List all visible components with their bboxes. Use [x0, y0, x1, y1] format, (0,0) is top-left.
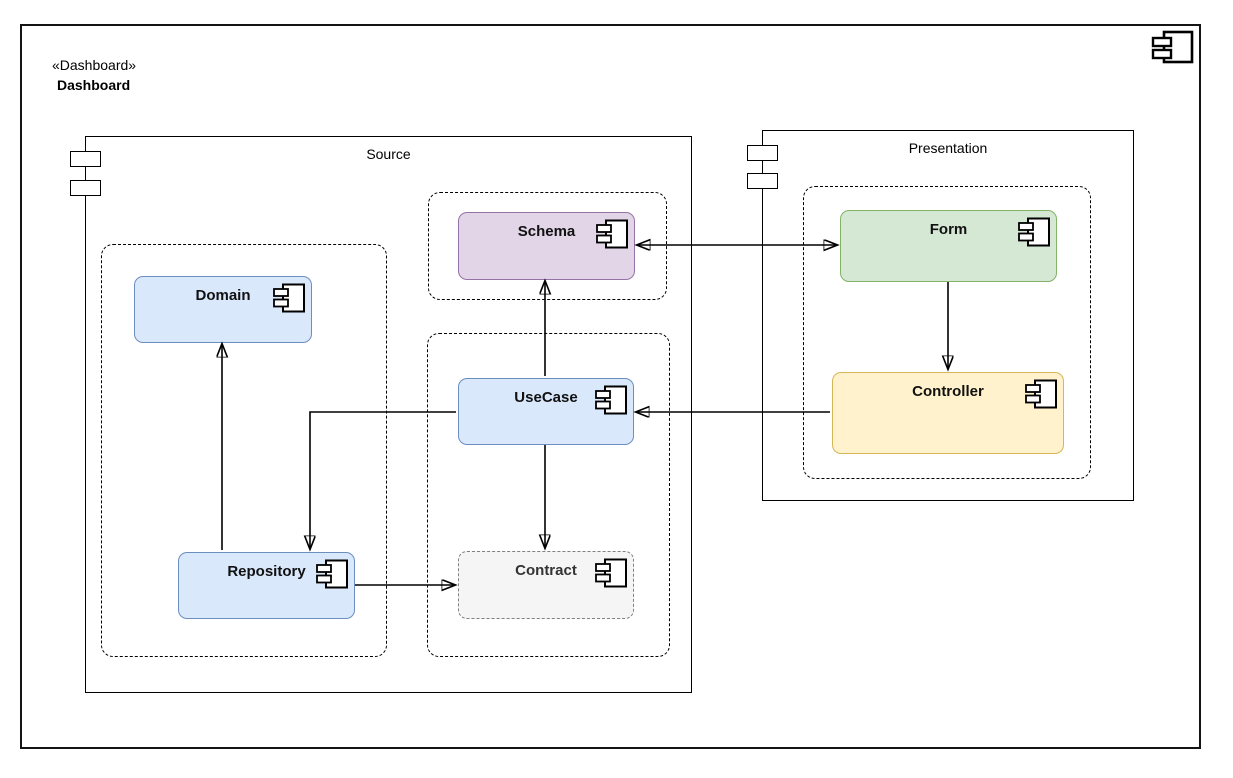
component-icon — [316, 559, 348, 589]
component-icon — [1018, 217, 1050, 247]
component-schema-label: Schema — [517, 223, 576, 240]
component-controller: Controller — [832, 372, 1064, 454]
component-icon — [273, 283, 305, 313]
component-icon — [1025, 379, 1057, 409]
component-icon — [596, 219, 628, 249]
component-domain-label: Domain — [195, 287, 251, 304]
component-repository-label: Repository — [227, 563, 306, 580]
component-tab-icon — [70, 151, 101, 167]
component-contract: Contract — [458, 551, 634, 619]
component-tab-icon — [747, 173, 778, 189]
component-form-label: Form — [929, 221, 968, 238]
package-source-title: Source — [366, 146, 411, 162]
diagram-title: Dashboard — [57, 77, 131, 93]
component-contract-label: Contract — [515, 562, 577, 579]
component-domain: Domain — [134, 276, 312, 343]
diagram-header: «Dashboard» Dashboard — [52, 55, 136, 95]
component-icon — [1151, 30, 1194, 64]
component-repository: Repository — [178, 552, 355, 619]
component-tab-icon — [747, 145, 778, 161]
component-controller-label: Controller — [912, 383, 984, 400]
component-usecase: UseCase — [458, 378, 634, 445]
component-usecase-label: UseCase — [514, 389, 578, 406]
component-tab-icon — [70, 180, 101, 196]
package-presentation-title: Presentation — [908, 140, 988, 156]
component-icon — [595, 385, 627, 415]
component-schema: Schema — [458, 212, 635, 280]
diagram-stereotype: «Dashboard» — [52, 57, 137, 73]
component-form: Form — [840, 210, 1057, 282]
component-icon — [595, 558, 627, 588]
group-form-controller — [803, 186, 1091, 479]
